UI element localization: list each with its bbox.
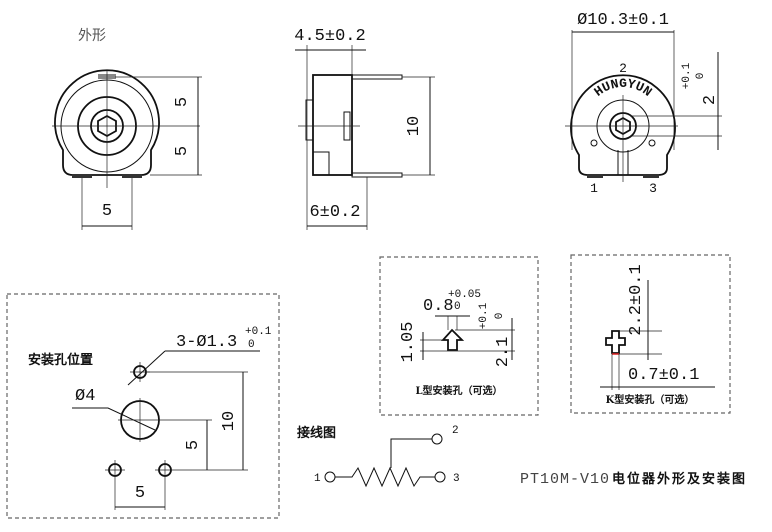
side-pin-bottom — [351, 172, 403, 178]
hole-tol-upper: +0.1 — [245, 326, 272, 338]
l-hole-shape — [440, 328, 465, 351]
k-dim-height: 2.2±0.1 — [627, 264, 646, 335]
wiring-title: 接线图 — [297, 425, 336, 441]
k-dim-width: 0.7±0.1 — [628, 366, 699, 385]
hole-tol-lower: 0 — [248, 339, 255, 351]
dim-height-10: 10 — [405, 116, 424, 136]
side-body — [312, 74, 353, 176]
pin-label-2: 2 — [619, 61, 627, 76]
drawing-title: PT10M-V10 电位器外形及安装图 — [520, 471, 747, 488]
hole-label: 3-Ø1.3 — [176, 333, 237, 352]
dim-mid-5: 5 — [184, 440, 203, 450]
terminal-2 — [431, 433, 443, 445]
l-width-tol-upper: +0.05 — [448, 289, 481, 301]
l-dim-left: 1.05 — [399, 322, 418, 363]
pin-3 — [122, 174, 142, 178]
l-type-hole: 0.8 +0.05 0 1.05 2.1 +0.1 0 L型安装孔（可选） — [379, 256, 539, 416]
center-hole-label: Ø4 — [75, 387, 95, 406]
dim-height-10: 10 — [220, 411, 239, 431]
model-number: PT10M-V10 — [520, 471, 610, 488]
pin-label-1: 1 — [590, 181, 598, 196]
dim-lower-5: 5 — [173, 146, 192, 156]
dim-depth-bottom: 6±0.2 — [309, 203, 360, 222]
terminal-3 — [434, 471, 446, 483]
dim-offset-tol-lower: 0 — [695, 73, 707, 80]
mounting-hole-layout: 安装孔位置 3-Ø1.3 +0.1 0 Ø4 10 5 5 — [6, 293, 280, 519]
k-hole-shape — [605, 330, 626, 354]
dim-diameter: Ø10.3±0.1 — [577, 11, 669, 30]
l-type-caption: L型安装孔（可选） — [415, 384, 502, 397]
mounting-title: 安装孔位置 — [28, 352, 93, 368]
dim-spacing-5: 5 — [135, 484, 145, 503]
l-width: 0.8 — [423, 297, 454, 316]
title-description: 电位器外形及安装图 — [612, 471, 747, 487]
front-view-title: 外形 — [78, 28, 106, 44]
k-type-caption: K型安装孔（可选） — [606, 393, 695, 406]
l-dim-right-tol-upper: +0.1 — [478, 302, 490, 329]
resistor-symbol — [335, 466, 435, 488]
l-width-tol-lower: 0 — [454, 301, 461, 313]
wiring-pin-2: 2 — [452, 425, 459, 437]
wiring-pin-1: 1 — [314, 473, 321, 485]
l-dim-right: 2.1 — [494, 337, 513, 368]
side-view: 4.5±0.2 6±0.2 10 — [294, 27, 435, 230]
dim-offset-tol-upper: +0.1 — [681, 62, 693, 89]
mounting-frame — [6, 293, 280, 519]
wiper-lead — [390, 438, 432, 468]
side-pin-top — [351, 74, 403, 80]
l-dim-right-tol-lower: 0 — [494, 313, 506, 320]
rear-view: Ø10.3±0.1 HUNGYUN 2 1 3 2 +0.1 0 — [565, 11, 722, 196]
dim-upper-5: 5 — [173, 97, 192, 107]
front-view: 外形 5 5 5 — [52, 28, 202, 230]
brand-logo: HUNGYUN — [591, 76, 654, 100]
wiring-diagram: 接线图 1 3 2 — [297, 425, 460, 488]
wiring-pin-3: 3 — [453, 473, 460, 485]
pin-label-3: 3 — [649, 181, 657, 196]
dim-depth-top: 4.5±0.2 — [294, 27, 365, 46]
dim-offset: 2 — [701, 95, 720, 105]
pin-1 — [72, 174, 92, 178]
dim-pin-spacing: 5 — [102, 202, 112, 221]
k-type-hole: 2.2±0.1 0.7±0.1 K型安装孔（可选） — [570, 254, 731, 414]
terminal-1 — [324, 471, 336, 483]
